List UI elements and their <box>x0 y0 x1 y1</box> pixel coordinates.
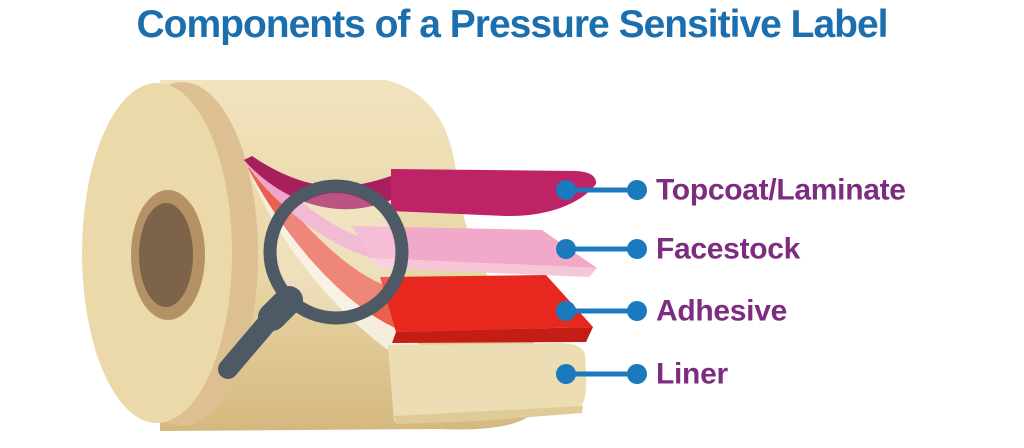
layer-facestock <box>352 226 597 277</box>
connector-dot <box>627 364 647 384</box>
adhesive-face <box>380 275 593 332</box>
layer-adhesive <box>380 275 593 343</box>
label-adhesive: Adhesive <box>656 295 787 328</box>
roll-core-hole <box>139 203 193 307</box>
connector-dot <box>627 301 647 321</box>
connector-dot <box>556 180 576 200</box>
connector-dot <box>556 239 576 259</box>
label-facestock: Facestock <box>656 233 801 266</box>
layer-topcoat <box>391 169 597 217</box>
magnifier-handle <box>218 306 283 379</box>
connector-facestock <box>556 239 647 259</box>
magnifier-glass <box>277 193 395 311</box>
liner-edge <box>394 406 583 424</box>
connector-dot <box>627 239 647 259</box>
label-liner: Liner <box>656 358 728 391</box>
facestock-edge <box>371 258 597 277</box>
connector-dot <box>556 301 576 321</box>
magnifier-ring <box>263 179 409 325</box>
connector-dot <box>627 180 647 200</box>
peel-strip-topcoat <box>244 156 391 210</box>
topcoat-face <box>391 169 597 217</box>
magnifying-glass-icon <box>218 179 409 379</box>
connector-topcoat <box>556 180 647 200</box>
page-title: Components of a Pressure Sensitive Label <box>136 3 888 46</box>
adhesive-edge <box>392 327 593 343</box>
layer-liner <box>388 343 587 424</box>
connector-adhesive <box>556 301 647 321</box>
facestock-face <box>352 226 597 268</box>
connector-liner <box>556 364 647 384</box>
label-topcoat: Topcoat/Laminate <box>656 174 906 207</box>
connector-dot <box>556 364 576 384</box>
liner-face <box>388 343 587 422</box>
